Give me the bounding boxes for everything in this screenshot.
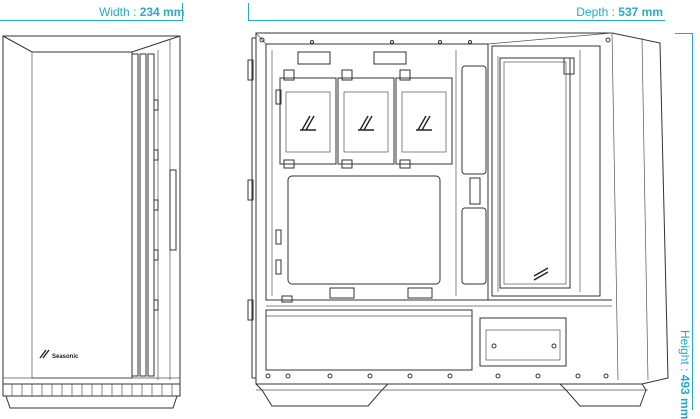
height-dimension-line xyxy=(692,33,693,410)
vertical-seasonic-component xyxy=(491,45,601,297)
front-view xyxy=(2,35,181,409)
width-dimension-line xyxy=(0,20,182,21)
drive-bay-3 xyxy=(395,69,453,169)
width-dimension-tick-right xyxy=(182,3,183,21)
seasonic-drive-logo-icon xyxy=(358,115,374,131)
depth-dimension-label: Depth : 537 mm xyxy=(576,5,663,19)
drive-bay-1 xyxy=(279,69,337,169)
case-linework: Seasonic xyxy=(2,32,669,409)
seasonic-drive-logo-icon xyxy=(300,115,316,131)
width-dimension-label: Width : 234 mm xyxy=(99,5,185,19)
depth-dimension-line xyxy=(248,20,665,21)
front-logo-text: Seasonic xyxy=(52,354,79,360)
drive-bay-2 xyxy=(337,69,395,169)
case-dimension-diagram: Width : 234 mm Depth : 537 mm Height : 4… xyxy=(0,3,693,419)
seasonic-drive-logo-icon xyxy=(416,115,432,131)
height-dimension-tick-top xyxy=(675,33,693,34)
seasonic-logo-icon xyxy=(39,349,50,359)
side-view xyxy=(247,32,669,407)
depth-dimension-tick-left xyxy=(248,3,249,21)
seasonic-vertical-logo-icon xyxy=(533,267,549,281)
